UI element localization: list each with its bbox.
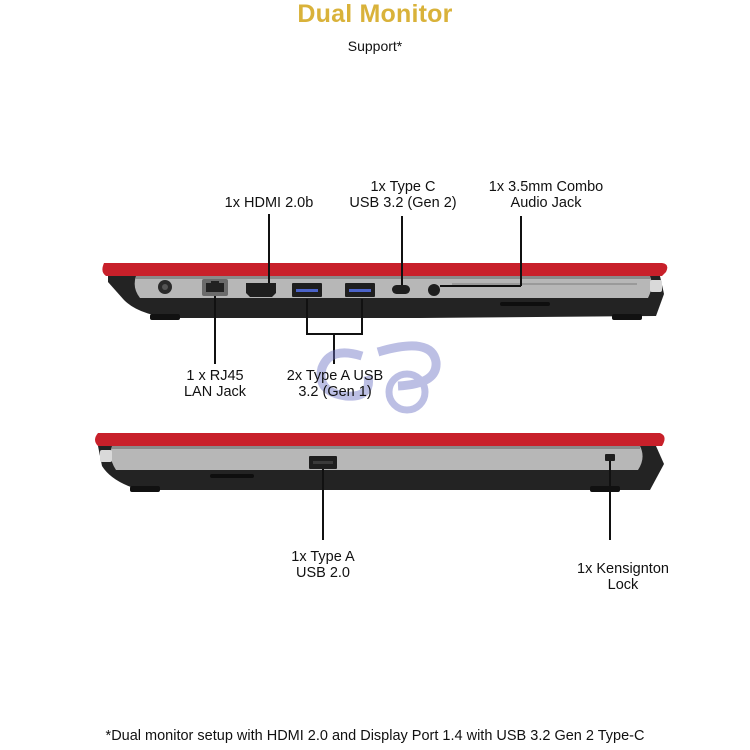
label-usb-c: 1x Type C USB 3.2 (Gen 2) — [338, 179, 468, 211]
label-usb-a-gen1-line-2: 3.2 (Gen 1) — [298, 384, 372, 400]
label-rj45-line-1: 1 x RJ45 — [186, 368, 244, 384]
label-usb-a-20: 1x Type A USB 2.0 — [268, 549, 378, 581]
footnote: *Dual monitor setup with HDMI 2.0 and Di… — [105, 728, 645, 744]
label-rj45-line-2: LAN Jack — [183, 384, 247, 400]
label-usb-c-line-2: USB 3.2 (Gen 2) — [349, 195, 457, 211]
kensington-lock-icon — [605, 454, 615, 461]
page-subtitle: Support* — [347, 38, 403, 54]
label-usb-a-20-line-2: USB 2.0 — [296, 565, 350, 581]
label-audio-line-1: 1x 3.5mm Combo — [488, 179, 604, 195]
label-usb-a-gen1-line-1: 2x Type A USB — [286, 368, 384, 384]
label-kensington-line-2: Lock — [607, 577, 639, 593]
label-kensington-line-1: 1x Kensignton — [577, 561, 669, 577]
leader-lines-top — [214, 214, 522, 364]
label-audio: 1x 3.5mm Combo Audio Jack — [472, 179, 620, 211]
leader-lines-bottom — [322, 461, 611, 540]
label-usb-c-line-1: 1x Type C — [370, 179, 436, 195]
usb-c-port-icon — [392, 285, 410, 294]
laptop-left-side — [102, 263, 668, 320]
rj45-port-icon — [202, 279, 228, 296]
label-audio-line-2: Audio Jack — [510, 195, 582, 211]
label-usb-a-gen1: 2x Type A USB 3.2 (Gen 1) — [270, 368, 400, 400]
label-hdmi: 1x HDMI 2.0b — [205, 195, 333, 211]
label-rj45: 1 x RJ45 LAN Jack — [160, 368, 270, 400]
label-usb-a-20-line-1: 1x Type A — [291, 549, 355, 565]
page-title: Dual Monitor — [297, 0, 453, 28]
label-hdmi-line-1: 1x HDMI 2.0b — [224, 195, 314, 211]
laptop-right-side — [95, 433, 665, 492]
store-logo-watermark-icon — [316, 341, 441, 414]
label-kensington: 1x Kensignton Lock — [558, 561, 688, 593]
audio-jack-icon — [428, 284, 440, 296]
hdmi-port-icon — [246, 283, 276, 297]
